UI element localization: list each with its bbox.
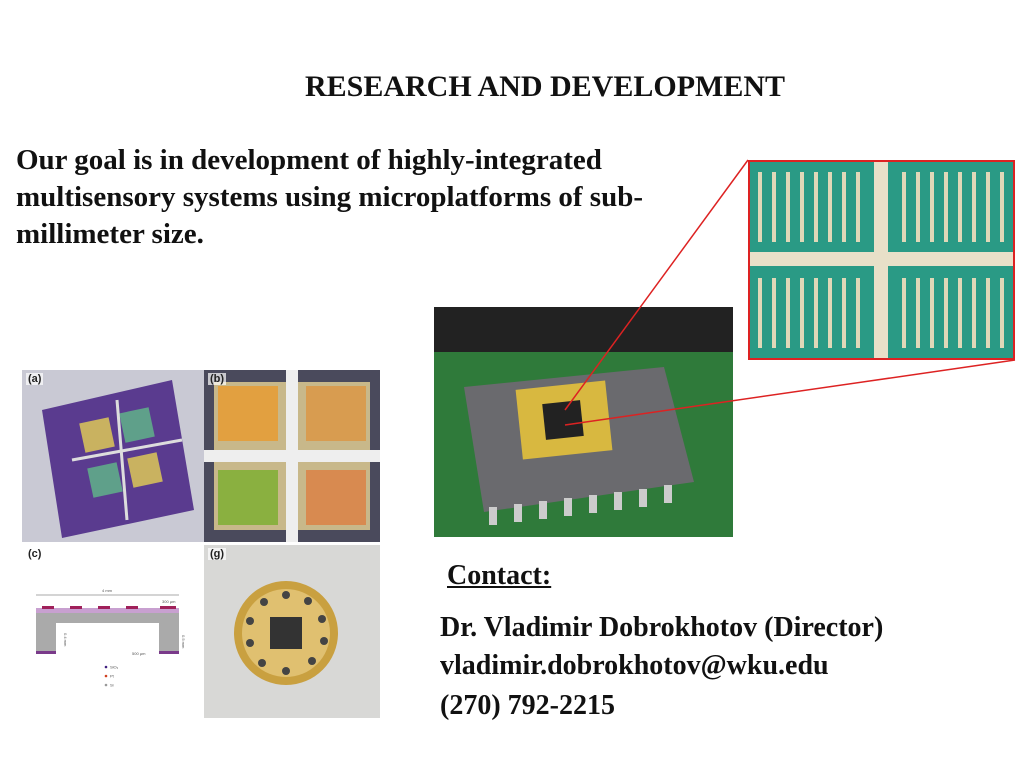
contact-phone: (270) 792-2215: [440, 690, 615, 721]
legend-si: Si: [110, 683, 114, 688]
dim-leg: 500 µm: [132, 651, 146, 656]
legend-pt: Pt: [110, 674, 115, 679]
electrode-zoom-inset: [748, 160, 1015, 360]
chip-package-photo: [434, 307, 733, 537]
dim-pad: 300 µm: [162, 599, 176, 604]
contact-email[interactable]: vladimir.dobrokhotov@wku.edu: [440, 650, 829, 681]
contact-heading: Contact:: [447, 560, 552, 591]
legend-sio2: SiO₂: [110, 665, 119, 670]
figure-b-label: (b): [208, 373, 227, 385]
figure-c-label: (c): [26, 548, 44, 560]
figure-g-packaged-sensor: (g): [204, 545, 380, 718]
figure-g-label: (g): [208, 548, 227, 560]
figure-c-cross-section-diagram: 4 mm 300 µm 0.5 mm 0.4 mm 500 µm SiO₂ Pt…: [22, 545, 204, 718]
dim-height: 0.5 mm: [181, 635, 186, 649]
figure-b-electrode-closeup: (b): [204, 370, 380, 542]
contact-name: Dr. Vladimir Dobrokhotov (Director): [440, 612, 884, 643]
figure-a-purple-chip: (a): [22, 370, 204, 542]
page-title: RESEARCH AND DEVELOPMENT: [304, 70, 786, 103]
dim-width: 4 mm: [102, 588, 113, 593]
dim-inner: 0.4 mm: [63, 633, 68, 647]
figure-a-label: (a): [26, 373, 44, 385]
goal-statement: Our goal is in development of highly-int…: [16, 144, 643, 250]
